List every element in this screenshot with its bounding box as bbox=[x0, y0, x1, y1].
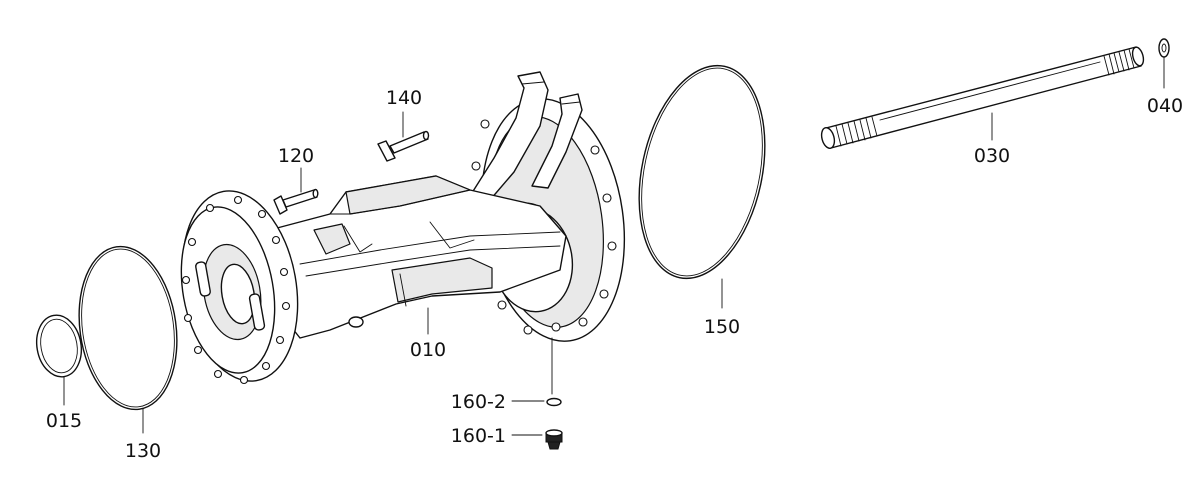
label-030: 030 bbox=[974, 145, 1010, 167]
label-160-1: 160-1 bbox=[451, 425, 506, 447]
part-010-axle-housing bbox=[180, 71, 626, 385]
label-160-2: 160-2 bbox=[451, 391, 506, 413]
part-160-1-plug bbox=[511, 429, 563, 450]
label-140: 140 bbox=[386, 87, 422, 109]
part-130-o-ring bbox=[78, 245, 178, 434]
part-150-o-ring bbox=[638, 64, 766, 309]
label-130: 130 bbox=[125, 440, 161, 462]
part-160-2-seal bbox=[511, 337, 562, 407]
part-030-axle-shaft bbox=[820, 46, 1145, 149]
label-015: 015 bbox=[46, 410, 82, 432]
label-150: 150 bbox=[704, 316, 740, 338]
part-140-bolt bbox=[377, 111, 430, 162]
part-120-bolt bbox=[273, 167, 319, 215]
part-015-circlip bbox=[35, 314, 83, 406]
label-120: 120 bbox=[278, 145, 314, 167]
label-040: 040 bbox=[1147, 95, 1183, 117]
part-040-washer bbox=[1158, 38, 1170, 89]
label-010: 010 bbox=[410, 339, 446, 361]
